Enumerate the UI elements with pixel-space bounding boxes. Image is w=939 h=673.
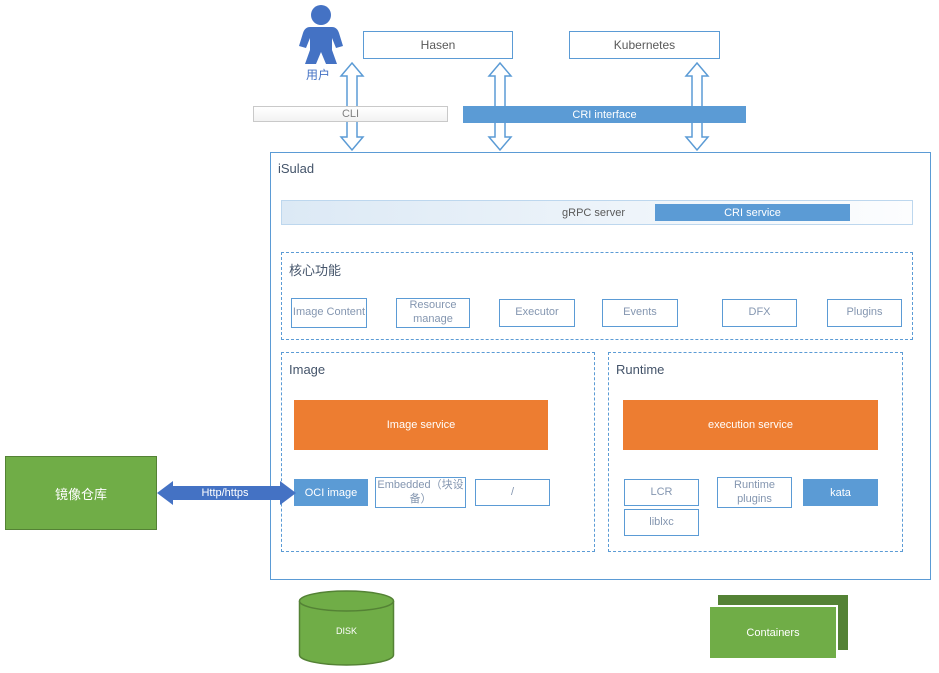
- person-icon: [299, 5, 343, 64]
- core-item-label: Plugins: [846, 306, 883, 319]
- cli-label: CLI: [341, 108, 360, 120]
- core-item-label: Events: [623, 306, 657, 319]
- containers-label: Containers: [746, 626, 800, 639]
- registry-label: 镜像仓库: [54, 486, 107, 502]
- disk-cylinder: [298, 590, 395, 666]
- core-item-label: Image Content: [292, 306, 366, 319]
- core-item-image-content: Image Content: [291, 298, 367, 328]
- grpc-server-label: gRPC server: [562, 206, 625, 219]
- core-item-dfx: DFX: [722, 299, 797, 327]
- core-item-executor: Executor: [499, 299, 575, 327]
- liblxc-box: liblxc: [624, 509, 699, 536]
- isulad-title: iSulad: [278, 161, 315, 176]
- execution-service-label: execution service: [708, 419, 793, 431]
- image-panel: [281, 352, 595, 552]
- core-item-label: Resource manage: [409, 299, 457, 325]
- core-item-resource-manage: Resource manage: [396, 298, 470, 328]
- hasen-label: Hasen: [420, 38, 456, 52]
- slash-label: /: [510, 485, 515, 498]
- runtime-panel-title: Runtime: [616, 362, 665, 377]
- execution-service-box: execution service: [623, 400, 878, 450]
- oci-image-box: OCI image: [294, 479, 368, 506]
- core-item-label: DFX: [748, 306, 771, 319]
- embedded-label: Embedded（块设备）: [377, 478, 464, 505]
- runtime-plugins-label: Runtime plugins: [734, 478, 775, 505]
- runtime-plugins-box: Runtime plugins: [717, 477, 792, 508]
- cri-interface-label: CRI interface: [572, 108, 637, 121]
- core-item-events: Events: [602, 299, 678, 327]
- cri-service-label: CRI service: [724, 206, 781, 219]
- image-service-label: Image service: [386, 419, 456, 431]
- oci-image-label: OCI image: [304, 486, 358, 499]
- image-service-box: Image service: [294, 400, 548, 450]
- disk-label: DISK: [335, 626, 357, 636]
- kubernetes-label: Kubernetes: [613, 38, 676, 52]
- cri-service-box: CRI service: [655, 204, 850, 221]
- runtime-panel: [608, 352, 903, 552]
- core-item-label: Executor: [515, 306, 559, 319]
- containers-box: Containers: [708, 605, 838, 660]
- core-functions-panel: [281, 252, 913, 340]
- core-item-plugins: Plugins: [827, 299, 902, 327]
- image-panel-title: Image: [289, 362, 326, 377]
- kata-label: kata: [830, 486, 851, 499]
- embedded-box: Embedded（块设备）: [375, 477, 466, 508]
- cri-interface-bar: CRI interface: [463, 106, 746, 123]
- hasen-box: Hasen: [363, 31, 513, 59]
- slash-box: /: [475, 479, 550, 506]
- user-label: 用户: [306, 68, 331, 82]
- liblxc-label: liblxc: [649, 515, 674, 528]
- lcr-box: LCR: [624, 479, 699, 506]
- registry-box: 镜像仓库: [5, 456, 157, 530]
- kubernetes-box: Kubernetes: [569, 31, 720, 59]
- lcr-label: LCR: [650, 485, 673, 498]
- cli-bar: CLI: [253, 106, 448, 122]
- core-functions-title: 核心功能: [289, 263, 342, 278]
- http-label: Http/https: [201, 487, 249, 499]
- kata-box: kata: [803, 479, 878, 506]
